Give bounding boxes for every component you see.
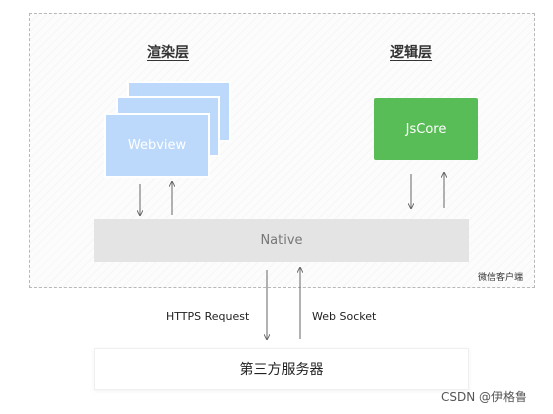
webview-card-front [104,113,210,178]
jscore-label: JsCore [405,121,447,137]
native-bar: Native [94,219,469,262]
watermark: CSDN @伊格鲁 [441,390,528,404]
third-party-server-box: 第三方服务器 [94,348,469,390]
server-label: 第三方服务器 [239,362,324,378]
webview-label: Webview [127,138,187,153]
web-socket-label: Web Socket [312,310,377,323]
native-label: Native [260,233,303,248]
jscore-box: JsCore [374,98,478,160]
client-label: 微信客户端 [478,273,524,283]
https-request-label: HTTPS Request [166,310,250,323]
render-layer-title: 渲染层 [147,45,189,61]
logic-layer-title: 逻辑层 [390,45,432,61]
